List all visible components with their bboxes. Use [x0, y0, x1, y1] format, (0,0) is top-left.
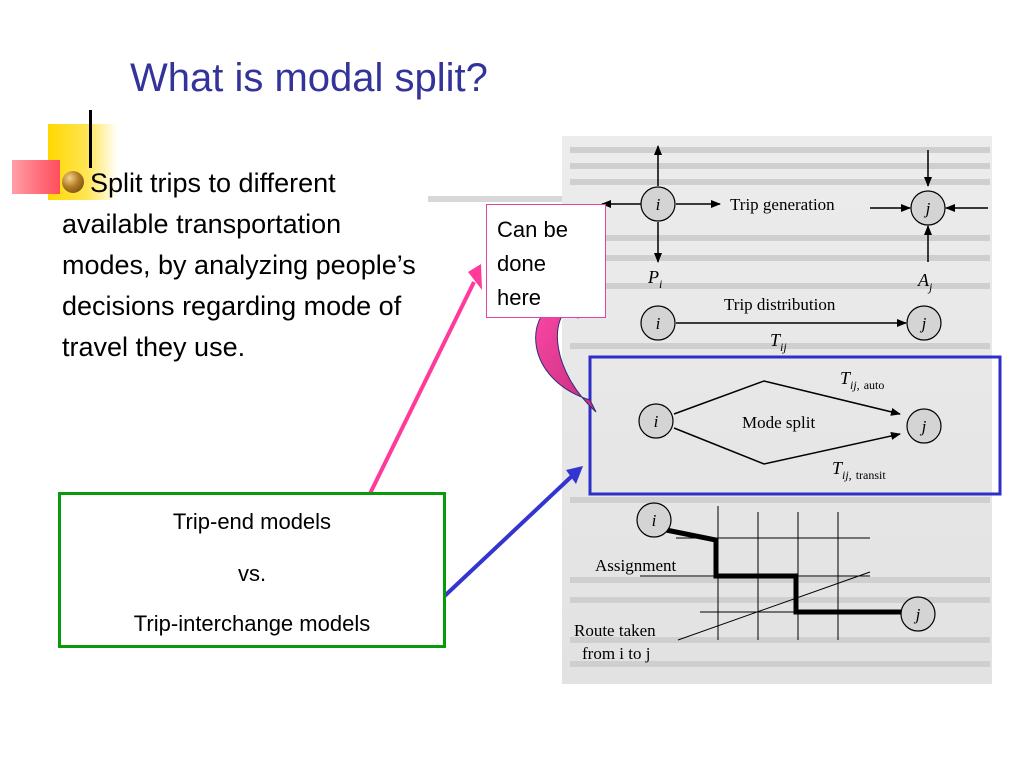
assignment-row: i j Assignment Route taken from i to j [574, 502, 936, 663]
decorative-vertical-line [89, 110, 92, 168]
assignment-label: Assignment [595, 556, 677, 575]
assign-node-i-label: i [652, 511, 657, 530]
dist-node-j [906, 305, 942, 341]
decorative-pink-block [12, 160, 60, 194]
assign-node-j [900, 596, 936, 632]
assign-node-i [636, 502, 672, 538]
gen-node-i-label: i [656, 195, 661, 214]
split-node-i [638, 403, 674, 439]
trip-generation-label: Trip generation [730, 195, 835, 214]
mode-split-lower-path [673, 427, 901, 465]
t-ij-label: Tij [770, 330, 787, 354]
pink-arrow [356, 264, 482, 519]
bullet-icon [62, 171, 84, 193]
mode-split-upper-path [673, 380, 901, 416]
dist-node-i-label: i [656, 314, 661, 333]
callout-line-1: Can be [497, 217, 568, 242]
a-j-label: Aj [917, 270, 933, 294]
slide-title: What is modal split? [130, 56, 488, 100]
gen-node-j-label: j [924, 199, 931, 218]
split-node-j [906, 408, 942, 444]
route-path [665, 527, 904, 615]
mode-split-highlight-box [588, 355, 1002, 496]
trip-distribution-row: Trip distribution i j Tij [640, 295, 942, 354]
gen-node-j [910, 190, 946, 226]
p-i-label: Pi [647, 267, 662, 291]
trip-distribution-label: Trip distribution [724, 295, 836, 314]
split-node-j-label: j [920, 417, 927, 436]
assign-node-j-label: j [914, 605, 921, 624]
mode-split-row: i j Mode split Tij,auto Tij,transit [588, 355, 1002, 496]
models-box: Trip-end models vs. Trip-interchange mod… [58, 492, 446, 648]
dist-node-j-label: j [920, 314, 927, 333]
gen-node-i [640, 186, 676, 222]
route-taken-label: Route taken [574, 621, 656, 640]
decorative-horizontal-line [428, 196, 568, 202]
trip-interchange-models-text: Trip-interchange models [133, 611, 371, 636]
bullet-point: Split trips to different available trans… [62, 163, 432, 368]
t-auto-label: Tij,auto [840, 368, 884, 392]
split-node-i-label: i [654, 412, 659, 431]
trip-end-models-text: Trip-end models [172, 509, 332, 534]
callout-box: Can be done here [486, 204, 606, 318]
bullet-text: Split trips to different available trans… [62, 168, 416, 362]
route-from-label: from i to j [582, 644, 650, 663]
callout-line-3: here [497, 285, 542, 310]
faded-scan-text [570, 147, 990, 667]
callout-line-2: done [497, 251, 546, 276]
t-transit-label: Tij,transit [832, 458, 886, 482]
dist-node-i [640, 305, 676, 341]
mode-split-label: Mode split [742, 413, 815, 432]
trip-generation-row: i Trip generation j Pi Aj [601, 145, 988, 294]
versus-text: vs. [237, 561, 267, 586]
